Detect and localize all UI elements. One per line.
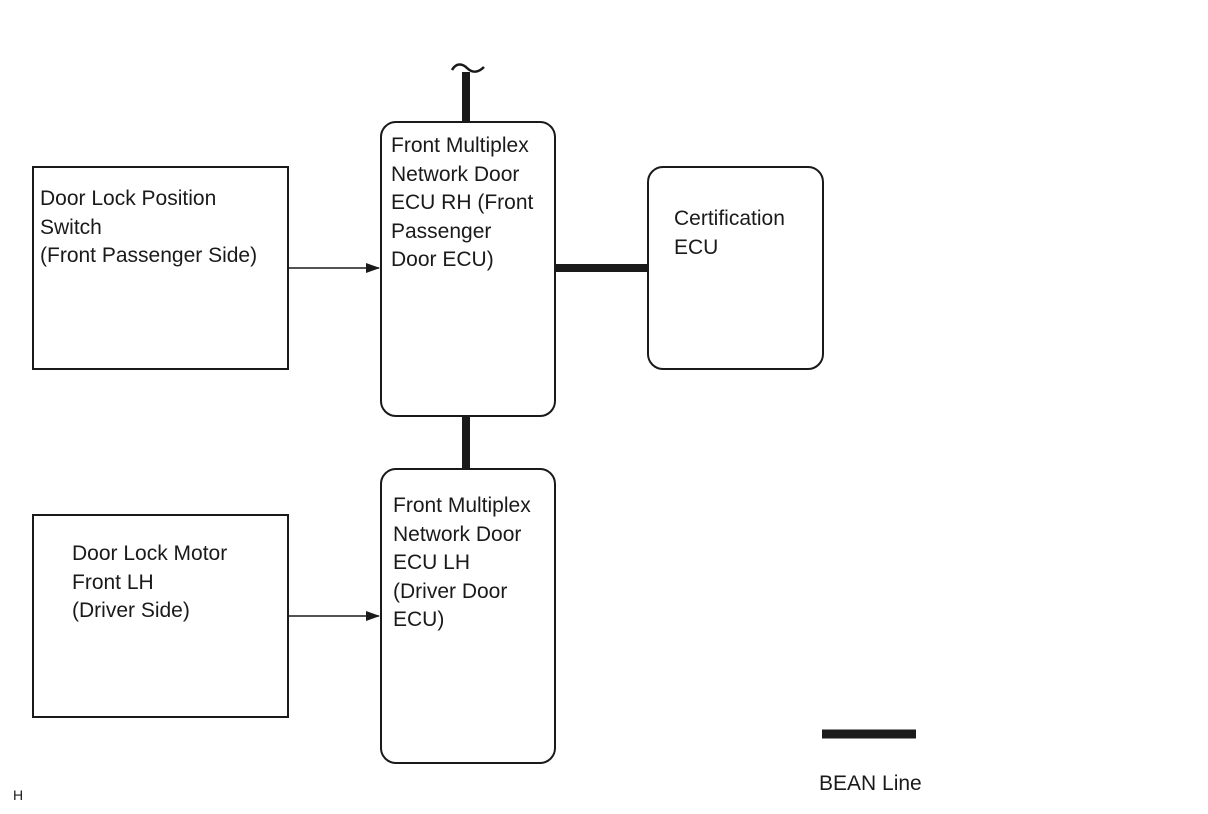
door-lock-motor-box: Door Lock Motor Front LH (Driver Side) (32, 514, 289, 718)
front-multiplex-network-door-ecu-rh-label: Front Multiplex Network Door ECU RH (Fro… (391, 134, 534, 271)
continuation-tilde-icon (450, 63, 485, 73)
diagram-code-label: H (13, 787, 24, 803)
door-lock-motor-label: Door Lock Motor Front LH (Driver Side) (72, 542, 228, 622)
door-lock-position-switch-label: Door Lock Position Switch (Front Passeng… (40, 187, 258, 267)
front-multiplex-network-door-ecu-lh-box: Front Multiplex Network Door ECU LH (Dri… (380, 468, 556, 764)
certification-ecu-box: Certification ECU (647, 166, 824, 370)
front-multiplex-network-door-ecu-lh-label: Front Multiplex Network Door ECU LH (Dri… (393, 494, 531, 631)
front-multiplex-network-door-ecu-rh-box: Front Multiplex Network Door ECU RH (Fro… (380, 121, 556, 417)
certification-ecu-label: Certification ECU (674, 207, 785, 259)
legend-bean-line-label: BEAN Line (819, 772, 922, 795)
door-lock-position-switch-box: Door Lock Position Switch (Front Passeng… (32, 166, 289, 370)
